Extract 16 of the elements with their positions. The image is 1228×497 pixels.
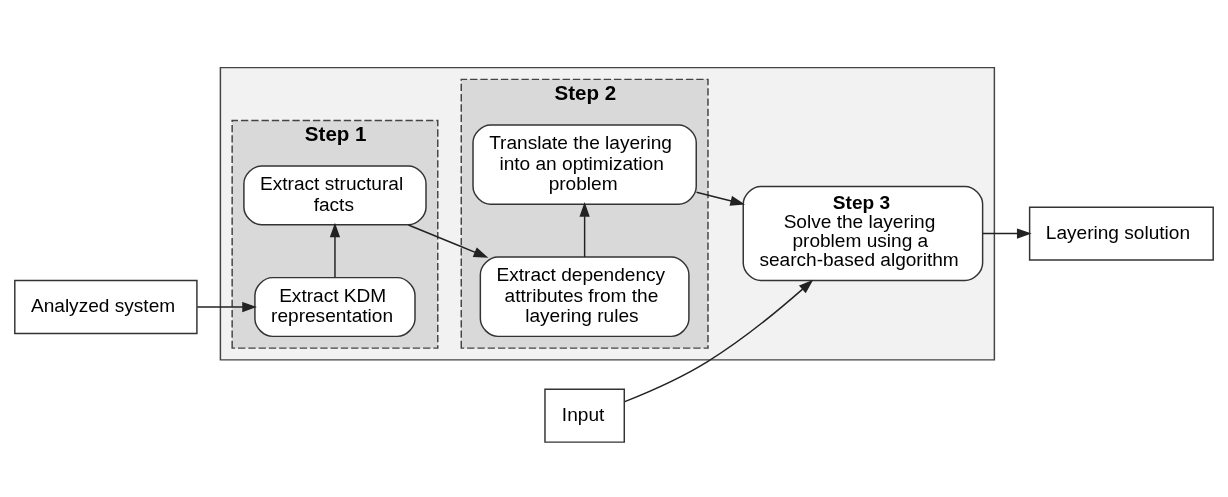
arrow [196,301,257,312]
node-box: Extract dependency attributes from the layering rules [479,255,690,337]
arrow [695,191,746,206]
node-box: Extract KDM representation [254,276,416,337]
arrow [329,222,341,278]
arrow [624,279,814,402]
arrow [407,223,489,258]
node-box: Step 3 Solve the layering problem using a search-based algorithm [742,185,984,281]
node-box: Layering solution [1028,205,1214,261]
arrow [579,201,590,258]
node-box: Extract structural facts [243,164,427,225]
node-box: Input [544,388,625,443]
arrow [982,227,1032,239]
node-box: Translate the layering into an optimization problem [472,123,697,205]
cluster [219,66,996,361]
node-box: Analyzed system [14,279,198,334]
